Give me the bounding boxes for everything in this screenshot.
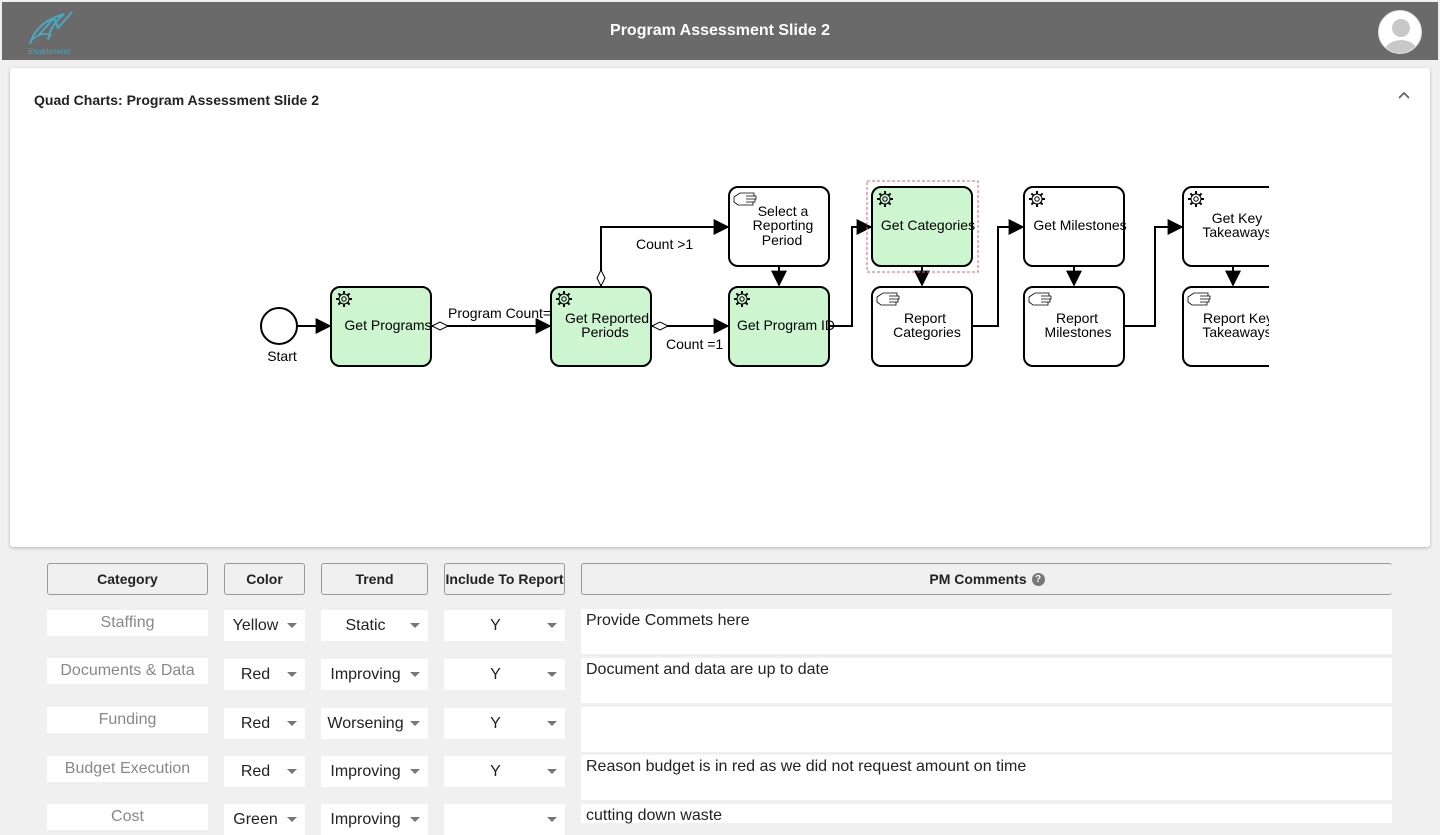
start-event[interactable] bbox=[260, 307, 298, 345]
user-avatar[interactable] bbox=[1378, 10, 1422, 54]
trend-select[interactable]: Worsening bbox=[321, 708, 428, 739]
help-icon[interactable]: ? bbox=[1031, 572, 1045, 586]
svg-text:Get Reported: Get Reported bbox=[565, 310, 649, 326]
node-report-categories[interactable]: Report Categories bbox=[871, 286, 973, 367]
svg-text:Takeaways: Takeaways bbox=[1202, 324, 1271, 340]
svg-text:Get Milestones: Get Milestones bbox=[1033, 217, 1126, 233]
svg-text:Periods: Periods bbox=[581, 324, 628, 340]
edge-label-count-eq1: Count =1 bbox=[666, 336, 723, 352]
trend-select[interactable]: Improving bbox=[321, 756, 428, 787]
node-get-program-id[interactable]: Get Program ID bbox=[728, 286, 835, 367]
column-header-include: Include To Report bbox=[444, 563, 565, 595]
comment-field[interactable] bbox=[581, 707, 1392, 752]
include-select[interactable]: Y bbox=[444, 610, 565, 641]
include-select[interactable]: Y bbox=[444, 756, 565, 787]
node-report-key-takeaways[interactable]: Report Key Takeaways bbox=[1182, 286, 1283, 367]
color-select[interactable]: Green bbox=[224, 804, 305, 835]
svg-text:Get Categories: Get Categories bbox=[881, 217, 975, 233]
workflow-diagram: Start Program Count=1 Count >1 Count =1 … bbox=[260, 180, 1283, 367]
node-get-milestones[interactable]: Get Milestones bbox=[1023, 186, 1127, 267]
include-select[interactable]: Y bbox=[444, 659, 565, 690]
svg-text:Get Key: Get Key bbox=[1212, 210, 1263, 226]
trend-select[interactable]: Improving bbox=[321, 659, 428, 690]
chevron-down-icon bbox=[547, 817, 557, 822]
comment-field[interactable]: Reason budget is in red as we did not re… bbox=[581, 755, 1392, 800]
svg-text:Get Programs: Get Programs bbox=[344, 317, 431, 333]
chevron-down-icon bbox=[547, 672, 557, 677]
svg-text:Report: Report bbox=[1056, 310, 1098, 326]
chevron-down-icon bbox=[410, 769, 420, 774]
svg-text:Reporting: Reporting bbox=[753, 217, 814, 233]
column-header-category: Category bbox=[47, 563, 208, 595]
category-cell: Budget Execution bbox=[47, 756, 208, 782]
chevron-down-icon bbox=[547, 721, 557, 726]
trend-select[interactable]: Static bbox=[321, 610, 428, 641]
color-select[interactable]: Red bbox=[224, 756, 305, 787]
color-select[interactable]: Yellow bbox=[224, 610, 305, 641]
svg-text:Takeaways: Takeaways bbox=[1202, 224, 1271, 240]
svg-text:Get Program ID: Get Program ID bbox=[737, 317, 835, 333]
comment-field[interactable]: cutting down waste bbox=[581, 804, 1392, 824]
column-header-trend: Trend bbox=[321, 563, 428, 595]
chevron-down-icon bbox=[287, 672, 297, 677]
chevron-down-icon bbox=[410, 623, 420, 628]
chevron-up-icon[interactable] bbox=[1396, 88, 1412, 104]
column-header-color: Color bbox=[224, 563, 305, 595]
chevron-down-icon bbox=[410, 817, 420, 822]
category-cell: Cost bbox=[47, 804, 208, 830]
node-select-reporting-period[interactable]: Select a Reporting Period bbox=[728, 186, 830, 267]
include-select[interactable] bbox=[444, 804, 565, 835]
trend-select[interactable]: Improving bbox=[321, 804, 428, 835]
app-logo[interactable]: Enablement bbox=[24, 10, 78, 56]
edge-count-gt1 bbox=[600, 219, 730, 286]
color-select[interactable]: Red bbox=[224, 659, 305, 690]
chevron-down-icon bbox=[547, 769, 557, 774]
comment-field[interactable]: Document and data are up to date bbox=[581, 658, 1392, 703]
svg-text:Period: Period bbox=[762, 232, 802, 248]
chevron-down-icon bbox=[410, 672, 420, 677]
start-label: Start bbox=[267, 348, 297, 364]
edge-label-program-count: Program Count=1 bbox=[448, 305, 559, 321]
svg-text:Enablement: Enablement bbox=[27, 48, 71, 56]
page-title: Program Assessment Slide 2 bbox=[610, 22, 830, 39]
svg-text:Categories: Categories bbox=[893, 324, 961, 340]
category-cell: Staffing bbox=[47, 610, 208, 636]
chevron-down-icon bbox=[410, 721, 420, 726]
chevron-down-icon bbox=[287, 769, 297, 774]
app-header: Enablement Program Assessment Slide 2 bbox=[2, 2, 1438, 60]
panel-title: Quad Charts: Program Assessment Slide 2 bbox=[34, 92, 320, 108]
node-get-reported-periods[interactable]: Get Reported Periods bbox=[550, 286, 652, 367]
svg-text:Select a: Select a bbox=[758, 203, 809, 219]
svg-text:Report Key: Report Key bbox=[1203, 310, 1273, 326]
chevron-down-icon bbox=[287, 721, 297, 726]
category-cell: Documents & Data bbox=[47, 658, 208, 684]
chevron-down-icon bbox=[547, 623, 557, 628]
chevron-down-icon bbox=[287, 623, 297, 628]
node-get-programs[interactable]: Get Programs bbox=[330, 286, 432, 367]
color-select[interactable]: Red bbox=[224, 708, 305, 739]
svg-text:Milestones: Milestones bbox=[1045, 324, 1112, 340]
chevron-down-icon bbox=[287, 817, 297, 822]
edge-label-count-gt1: Count >1 bbox=[636, 236, 693, 252]
column-header-comments: PM Comments? bbox=[581, 563, 1392, 595]
comment-field[interactable]: Provide Commets here bbox=[581, 609, 1392, 654]
include-select[interactable]: Y bbox=[444, 708, 565, 739]
category-cell: Funding bbox=[47, 707, 208, 733]
node-get-key-takeaways[interactable]: Get Key Takeaways bbox=[1182, 186, 1283, 267]
node-report-milestones[interactable]: Report Milestones bbox=[1023, 286, 1125, 367]
svg-text:Report: Report bbox=[904, 310, 946, 326]
node-get-categories[interactable]: Get Categories bbox=[866, 180, 979, 273]
